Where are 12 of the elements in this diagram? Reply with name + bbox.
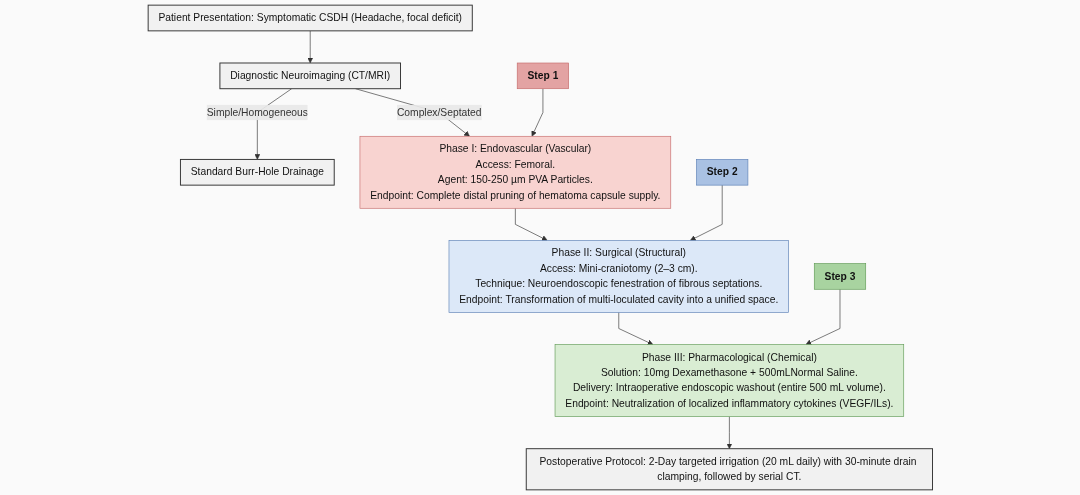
- node-box: Phase III: Pharmacological (Chemical) Solution: 10mg Dexamethasone + 500mLNormal Saline. Delivery: Intraoperative endoscopic washout (entire 500 mL volume). Endpoint: Neutralization of localized inflammatory cytokines (VEGF/ILs).: [554, 344, 904, 417]
- node-box: Phase I: Endovascular (Vascular) Access: Femoral. Agent: 150-250 µm PVA Particles. Endpoint: Complete distal pruning of hematoma capsule supply.: [359, 135, 671, 209]
- node-box: Step 2: [695, 159, 748, 186]
- node-box: Step 3: [813, 263, 866, 290]
- node-box: Step 1: [516, 62, 569, 90]
- edge-label: Simple/Homogeneous: [206, 106, 308, 118]
- edge-label: Complex/Septated: [396, 106, 482, 118]
- node-box: Phase II: Surgical (Structural) Access: Mini-craniotomy (2–3 cm). Technique: Neuroendoscopic fenestration of fibrous septations. Endpoint: Transformation of multi-loculated cavity into a unified space.: [448, 240, 789, 313]
- node-box: Patient Presentation: Symptomatic CSDH (Headache, focal deficit): [147, 4, 473, 32]
- node-box: Diagnostic Neuroimaging (CT/MRI): [219, 62, 401, 90]
- node-box: Standard Burr-Hole Drainage: [179, 158, 335, 186]
- node-box: Postoperative Protocol: 2-Day targeted irrigation (20 mL daily) with 30-minute drain clamping, followed by serial CT.: [525, 448, 933, 491]
